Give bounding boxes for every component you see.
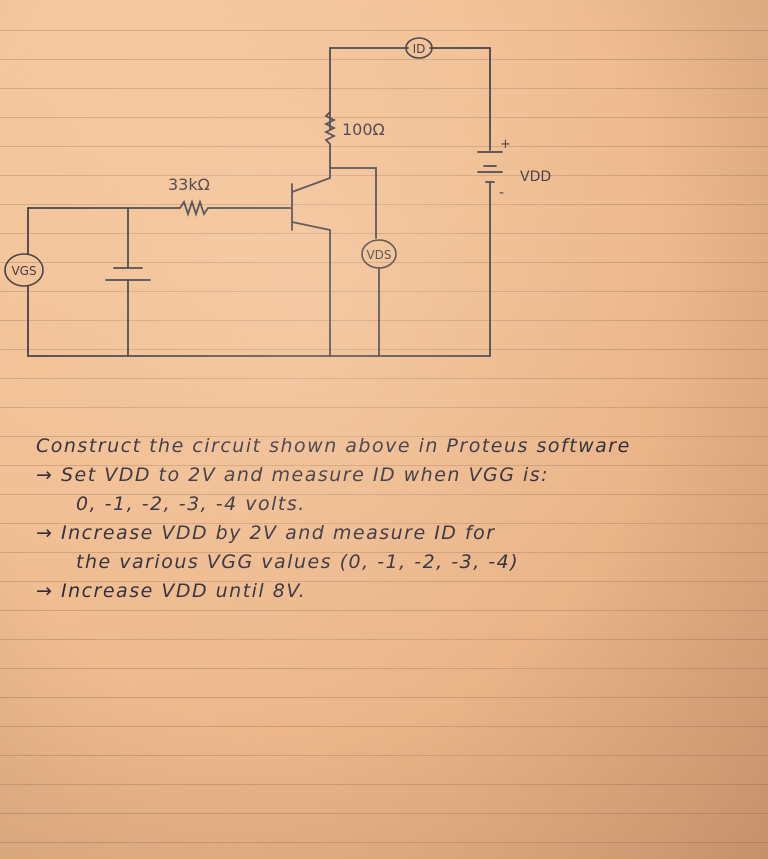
instruction-line-4: → Increase VDD by 2V and measure ID for <box>36 522 496 544</box>
vgg-battery <box>105 207 151 357</box>
jfet-transistor <box>291 159 377 357</box>
id-ammeter: ID <box>405 37 433 59</box>
circuit-diagram: ID 100Ω + - VDD VDS 33kΩ <box>4 37 551 357</box>
vds-voltmeter: VDS <box>361 239 397 357</box>
instruction-line-2: → Set VDD to 2V and measure ID when VGG … <box>36 464 550 486</box>
instruction-line-6: → Increase VDD until 8V. <box>36 580 307 602</box>
gate-resistor-label: 33kΩ <box>168 175 210 194</box>
vdd-plus-sign: + <box>500 137 511 152</box>
vgs-voltmeter: VGS <box>4 207 44 357</box>
vdd-battery: + - VDD <box>477 137 551 201</box>
id-meter-label: ID <box>413 42 426 56</box>
instruction-line-1: Construct the circuit shown above in Pro… <box>36 435 631 457</box>
instruction-line-5: the various VGG values (0, -1, -2, -3, -… <box>76 551 520 573</box>
vgs-meter-label: VGS <box>11 264 36 278</box>
instruction-line-3: 0, -1, -2, -3, -4 volts. <box>76 493 306 515</box>
drain-resistor-label: 100Ω <box>342 120 385 139</box>
drain-supply-loop <box>329 47 491 357</box>
instructions-block: Construct the circuit shown above in Pro… <box>36 432 756 606</box>
gate-resistor: 33kΩ <box>27 175 293 217</box>
vdd-label: VDD <box>520 169 551 185</box>
vds-meter-label: VDS <box>366 248 391 262</box>
drain-resistor: 100Ω <box>323 111 385 161</box>
vdd-minus-sign: - <box>499 185 504 201</box>
